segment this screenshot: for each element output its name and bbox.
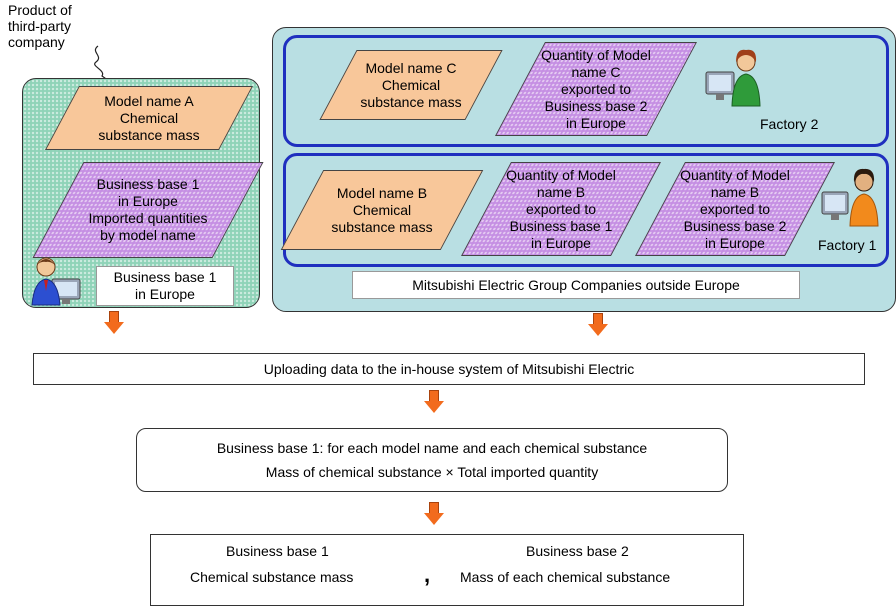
factory-1-label: Factory 1 [818,237,877,253]
group-companies-label: Mitsubishi Electric Group Companies outs… [352,271,800,299]
quantity-model-b-base2-data: Quantity of Model name B exported to Bus… [635,162,835,256]
arrow-upload-to-calc [424,390,444,414]
person-at-computer-icon [31,257,81,306]
calculation-line-1: Business base 1: for each model name and… [216,440,648,456]
calculation-line-2: Mass of chemical substance × Total impor… [265,464,599,480]
model-c-data: Model name C Chemical substance mass [319,50,503,120]
arrow-calc-to-result [424,502,444,526]
quantity-model-b-base1-data: Quantity of Model name B exported to Bus… [461,162,661,256]
business-base-1-label: Business base 1 in Europe [96,266,234,306]
result-separator: , [424,562,431,587]
callout-line [94,45,131,97]
arrow-left-to-upload [104,311,124,335]
result-base-1-title: Business base 1 [226,543,329,559]
result-base-1-value: Chemical substance mass [190,569,354,585]
upload-step: Uploading data to the in-house system of… [33,353,865,385]
result-base-2-value: Mass of each chemical substance [460,569,671,585]
factory-1-worker-icon [821,168,879,227]
calculation-step: Business base 1: for each model name and… [136,428,728,492]
quantity-model-c-data: Quantity of Model name C exported to Bus… [495,42,697,136]
imported-quantities-data: Business base 1 in Europe Imported quant… [32,162,264,258]
factory-2-label: Factory 2 [760,116,819,132]
third-party-label: Product of third-party company [8,2,72,50]
model-a-data: Model name A Chemical substance mass [44,86,254,150]
model-b-data: Model name B Chemical substance mass [280,170,484,250]
factory-2-worker-icon [705,49,761,107]
arrow-group-to-upload [588,313,608,337]
result-base-2-title: Business base 2 [526,543,629,559]
